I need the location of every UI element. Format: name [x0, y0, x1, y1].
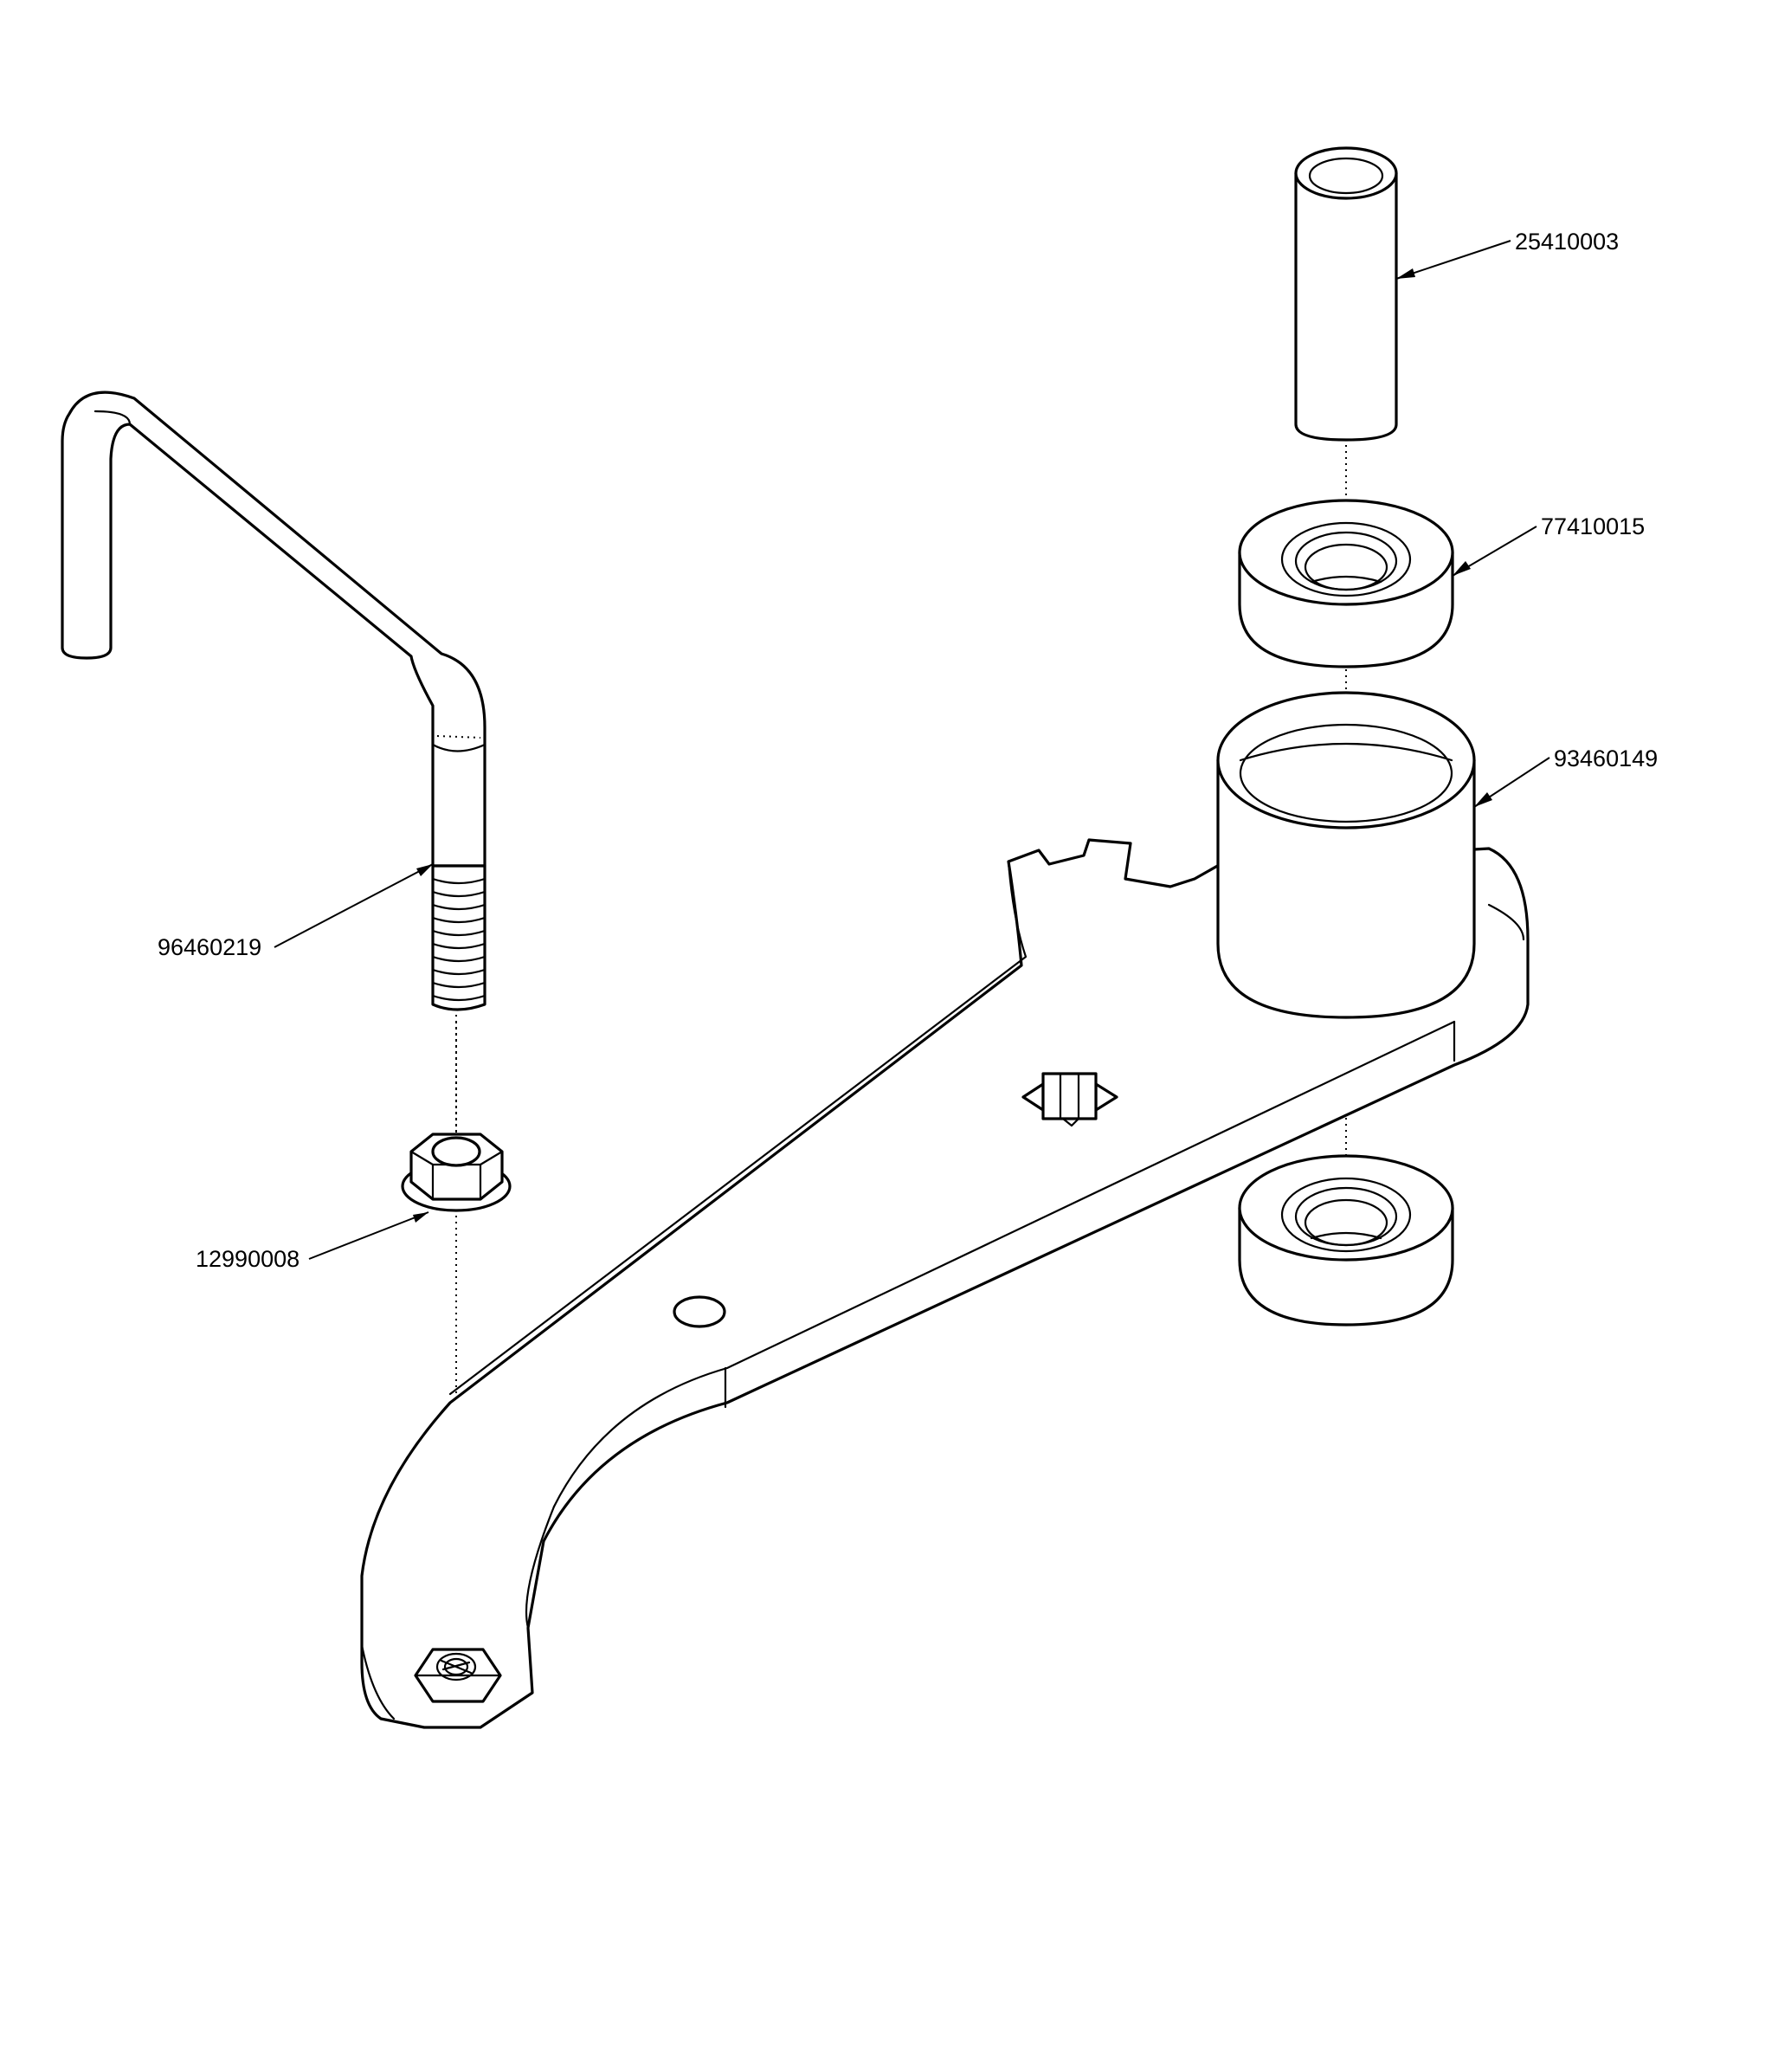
callout-93460149: 93460149	[1473, 746, 1658, 808]
direction-arrow-symbol	[1021, 1072, 1118, 1127]
callout-label-93460149: 93460149	[1554, 746, 1658, 771]
callout-label-77410015: 77410015	[1541, 513, 1645, 539]
spacer-tube	[1294, 146, 1398, 442]
callout-label-96460219: 96460219	[158, 934, 261, 960]
callout-96460219: 96460219	[158, 863, 434, 960]
upper-bearing	[1238, 499, 1454, 668]
arm-bottom-nut	[414, 1648, 502, 1703]
callout-12990008: 12990008	[196, 1211, 429, 1272]
hub-cylinder	[1216, 691, 1476, 1019]
callout-25410003: 25410003	[1395, 229, 1619, 280]
pivot-arm	[360, 838, 1530, 1729]
flange-nut	[401, 1133, 512, 1212]
callout-label-12990008: 12990008	[196, 1246, 300, 1272]
arm-hole	[673, 1295, 726, 1328]
rod-thread	[431, 864, 486, 1011]
callout-77410015: 77410015	[1452, 513, 1645, 577]
callout-label-25410003: 25410003	[1515, 229, 1619, 255]
lower-bearing	[1238, 1154, 1454, 1326]
bent-rod	[61, 391, 486, 1011]
